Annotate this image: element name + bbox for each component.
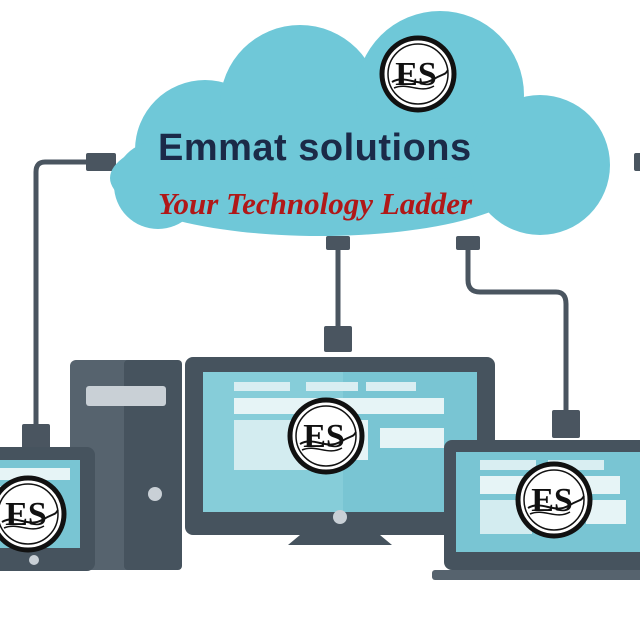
es-logo-icon xyxy=(290,400,362,472)
es-logo-icon xyxy=(382,38,454,110)
desktop-tower-icon xyxy=(70,360,182,570)
cables xyxy=(33,159,569,433)
company-name: Emmat solutions xyxy=(158,127,472,169)
cable-right xyxy=(465,237,569,423)
es-logo-icon xyxy=(518,464,590,536)
es-logo-icon xyxy=(0,478,64,550)
cable-left xyxy=(33,159,113,433)
cable-connectors xyxy=(22,153,640,450)
company-tagline: Your Technology Ladder xyxy=(158,186,473,221)
